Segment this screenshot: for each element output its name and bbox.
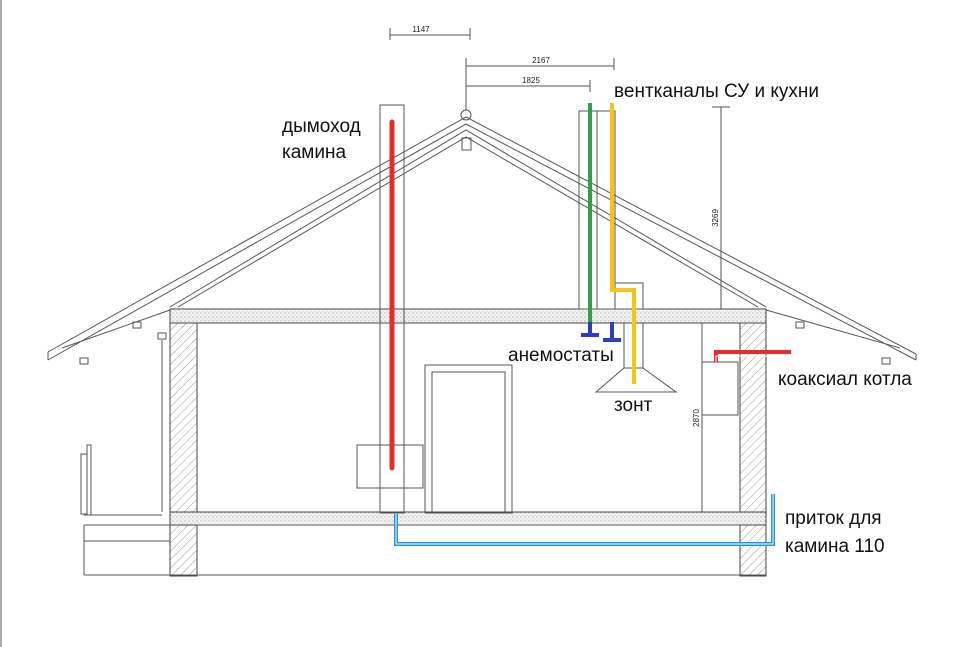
anemostat-icons [581,322,621,342]
label-chimney-line2: камина [282,142,346,163]
right-wall [739,322,767,577]
side-window [80,444,92,516]
label-chimney-line1: дымоход [282,116,361,137]
left-wall [169,322,198,577]
label-vent-channels: вентканалы СУ и кухни [614,81,819,102]
vent-pipe-yellow [610,103,636,384]
kitchen-hood [594,323,678,393]
roof [47,109,917,365]
dim-1147: 1147 [412,25,430,34]
label-hood: зонт [614,395,653,416]
label-supply-line1: приток для [785,508,882,529]
dim-1825: 1825 [522,76,540,85]
dim-2870: 2870 [692,409,701,427]
ridge-icon [460,109,472,121]
label-supply-line2: камина 110 [785,536,885,557]
dim-2167: 2167 [532,56,550,65]
attic-slab [169,308,767,324]
floor-slab [169,511,767,526]
label-anemostats: анемостаты [508,345,614,366]
dimension-lines [389,28,730,512]
label-coaxial: коаксиал котла [778,369,912,390]
chimney-stack [379,104,405,514]
dim-3269: 3269 [711,209,720,227]
door [424,364,513,514]
